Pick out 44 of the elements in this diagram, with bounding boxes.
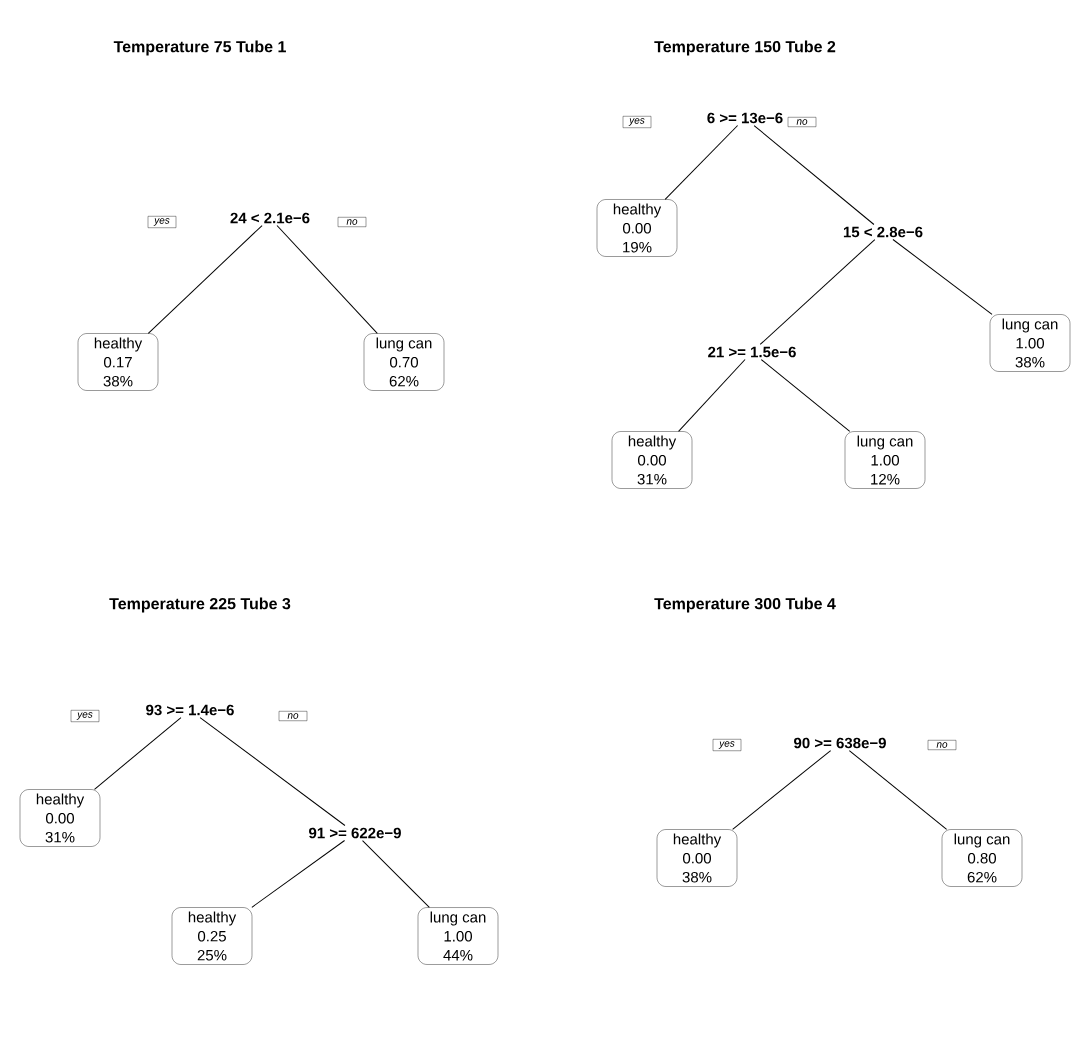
leaf-box: healthy 0.25 25% <box>171 907 253 965</box>
branch-line <box>848 750 948 830</box>
branch-line <box>664 125 739 200</box>
panel-title: Temperature 150 Tube 2 <box>654 40 836 56</box>
branch-tag: yes <box>70 710 100 722</box>
branch-line <box>732 750 832 830</box>
panel-title: Temperature 225 Tube 3 <box>109 597 291 613</box>
split-condition: 93 >= 1.4e−6 <box>146 704 234 716</box>
branch-tag: no <box>927 740 957 750</box>
split-condition: 15 < 2.8e−6 <box>843 226 923 238</box>
branch-tag: no <box>278 711 308 721</box>
branch-line <box>892 239 993 315</box>
split-condition: 91 >= 622e−9 <box>309 827 401 839</box>
leaf-box: lung can 1.00 38% <box>989 314 1071 372</box>
branch-line <box>759 239 876 345</box>
split-condition: 21 >= 1.5e−6 <box>708 346 796 358</box>
leaf-box: lung can 1.00 44% <box>417 907 499 965</box>
leaf-box: healthy 0.00 38% <box>656 829 738 887</box>
leaf-box: lung can 0.70 62% <box>363 333 445 391</box>
branch-tag: yes <box>622 116 652 128</box>
split-condition: 6 >= 13e−6 <box>707 112 783 124</box>
branch-line <box>276 225 378 334</box>
branch-line <box>199 717 346 826</box>
leaf-box: healthy 0.17 38% <box>77 333 159 391</box>
panel-title: Temperature 300 Tube 4 <box>654 597 836 613</box>
branch-tag: yes <box>147 216 177 228</box>
branch-line <box>753 125 875 225</box>
branch-tag: no <box>337 217 367 227</box>
leaf-box: healthy 0.00 31% <box>611 431 693 489</box>
leaf-box: lung can 1.00 12% <box>844 431 926 489</box>
leaf-box: healthy 0.00 31% <box>19 789 101 847</box>
branch-tag: yes <box>712 739 742 751</box>
branch-line <box>760 359 851 432</box>
leaf-box: lung can 0.80 62% <box>941 829 1023 887</box>
leaf-box: healthy 0.00 19% <box>596 199 678 257</box>
split-condition: 90 >= 638e−9 <box>794 737 886 749</box>
branch-line <box>678 359 746 432</box>
branch-line <box>147 225 263 334</box>
branch-line <box>362 840 430 908</box>
branch-line <box>94 717 182 790</box>
branch-tag: no <box>787 117 817 127</box>
panel-title: Temperature 75 Tube 1 <box>113 40 286 56</box>
split-condition: 24 < 2.1e−6 <box>230 212 310 224</box>
branch-line <box>251 840 346 908</box>
